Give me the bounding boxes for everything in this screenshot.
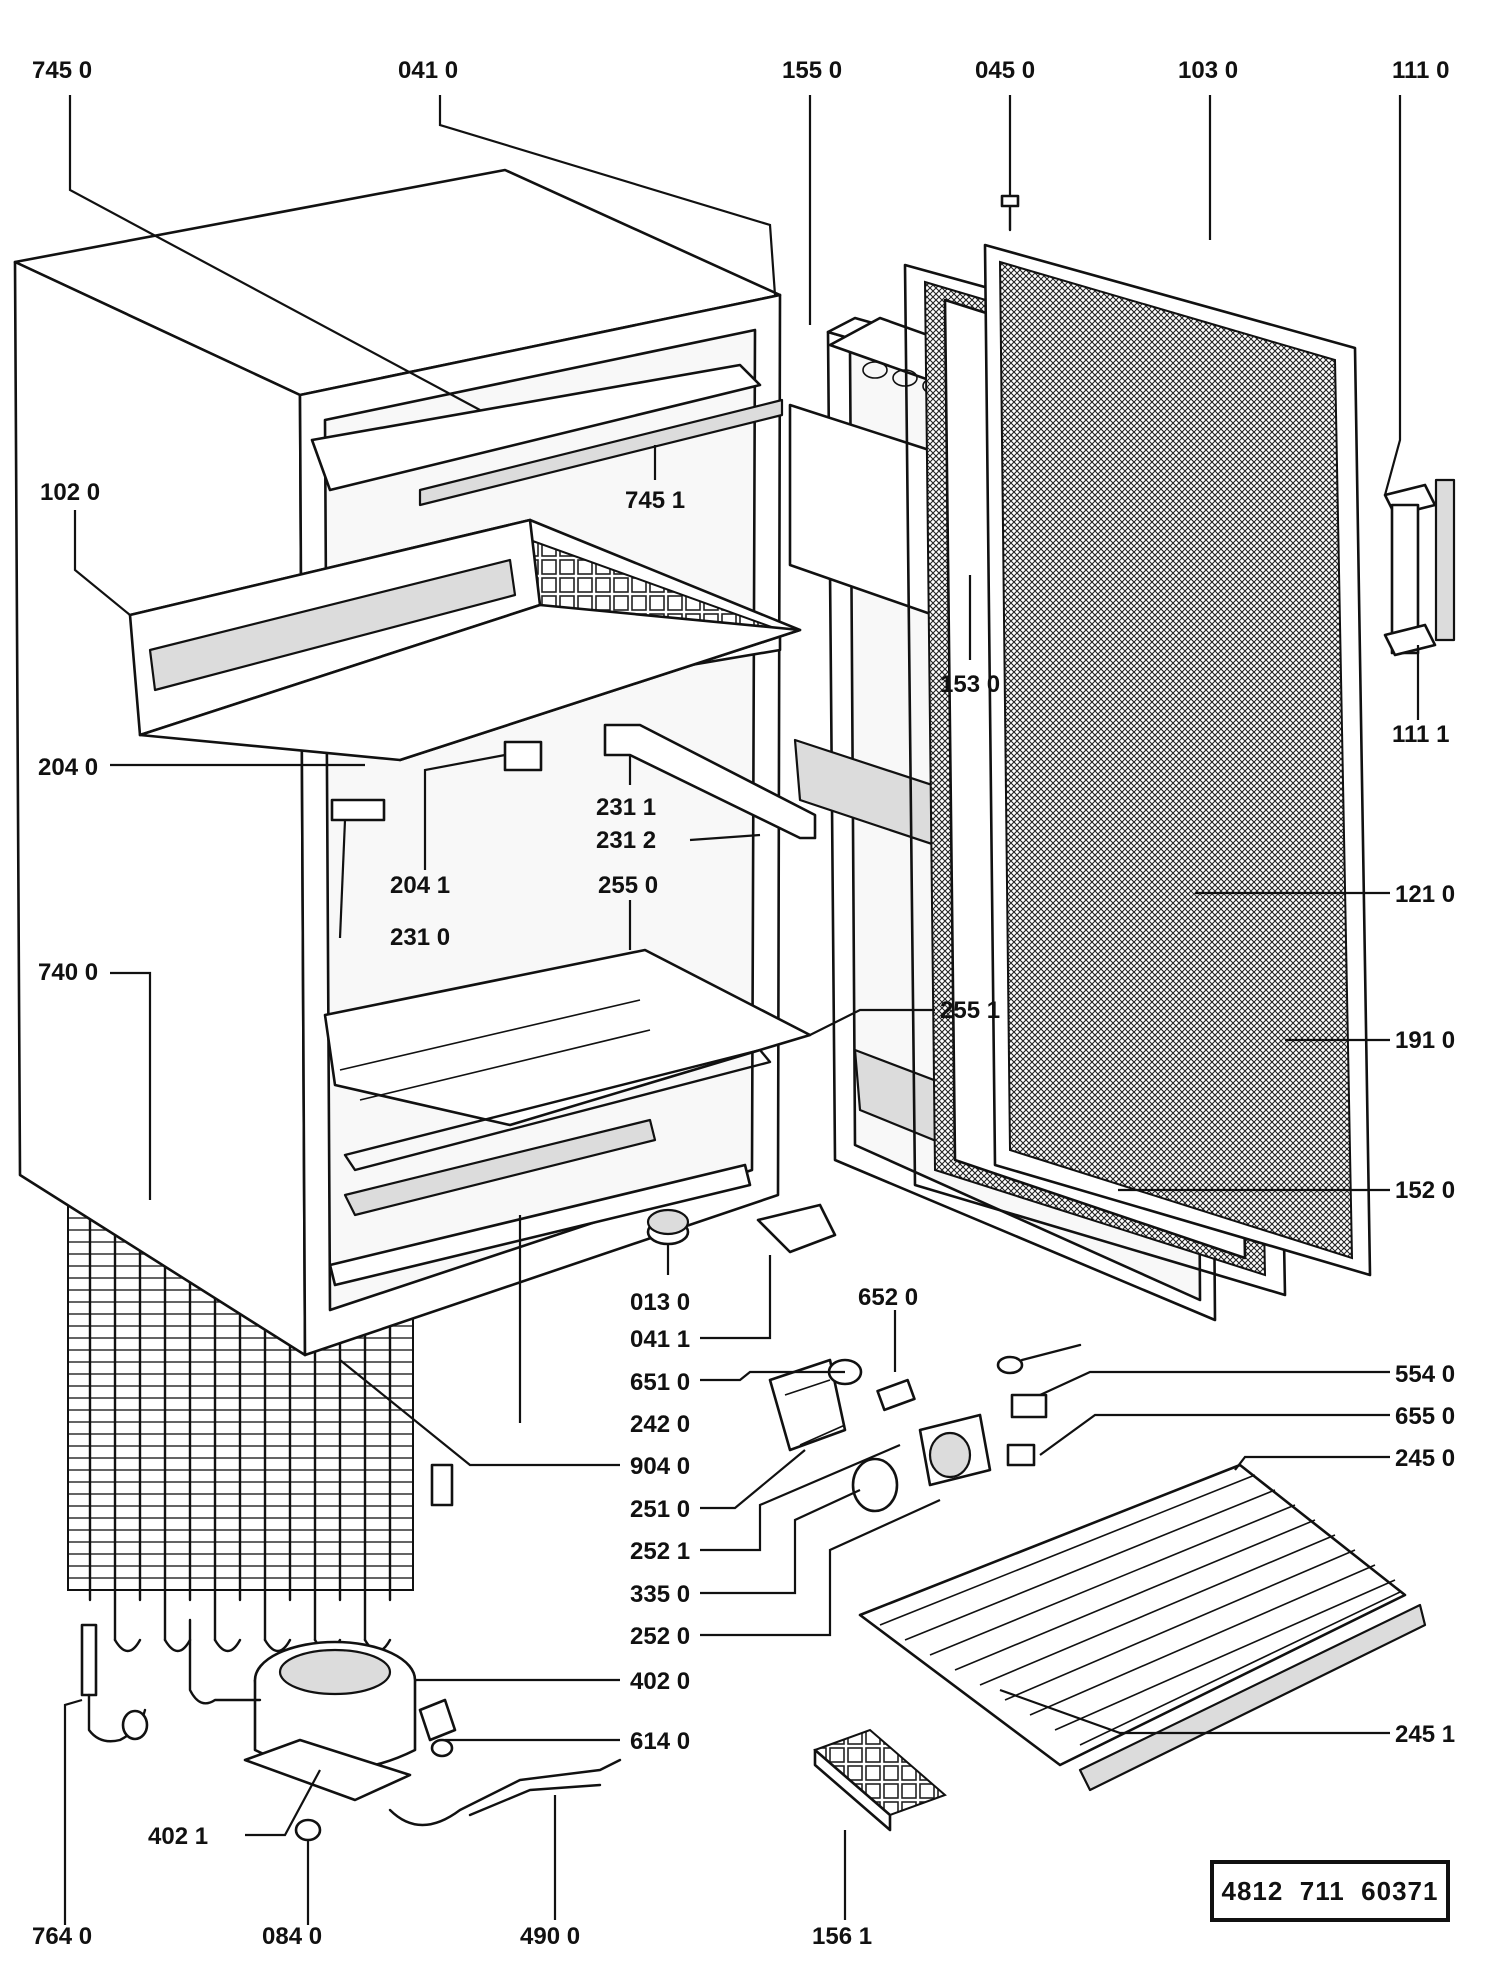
callout-label: 013 0 (630, 1289, 690, 1316)
callout-label: 904 0 (630, 1453, 690, 1480)
callout-label: 204 0 (38, 754, 98, 781)
callout-label: 614 0 (630, 1728, 690, 1755)
callout-label: 740 0 (38, 959, 98, 986)
power-cord (388, 1758, 622, 1827)
callout-label: 245 0 (1395, 1445, 1455, 1472)
callout-label: 242 0 (630, 1411, 690, 1438)
ice-tray (813, 1728, 947, 1832)
callout-label: 651 0 (630, 1369, 690, 1396)
callout-label: 231 0 (390, 924, 450, 951)
callout-label: 191 0 (1395, 1027, 1455, 1054)
callout-label: 252 0 (630, 1623, 690, 1650)
document-code: 4812 711 60371 (1221, 1875, 1439, 1906)
callout-label: 121 0 (1395, 881, 1455, 908)
callout-label: 245 1 (1395, 1721, 1455, 1748)
callout-label: 252 1 (630, 1538, 690, 1565)
callout-label: 554 0 (1395, 1361, 1455, 1388)
callout-label: 111 1 (1392, 721, 1449, 748)
callout-label: 255 0 (598, 872, 658, 899)
drier (80, 1623, 149, 1743)
callout-label: 155 0 (782, 57, 842, 84)
callout-label: 231 2 (596, 827, 656, 854)
callout-label: 152 0 (1395, 1177, 1455, 1204)
callout-label: 251 0 (630, 1496, 690, 1523)
callout-label: 490 0 (520, 1923, 580, 1950)
callout-labels: 745 0 041 0 155 0 045 0 103 0 111 0 102 … (32, 57, 1455, 1950)
leader-lines (63, 95, 1420, 1925)
callout-label: 041 1 (630, 1326, 690, 1353)
screw (1000, 194, 1020, 232)
callout-label: 153 0 (940, 671, 1000, 698)
callout-label: 041 0 (398, 57, 458, 84)
freezer-drawer (128, 518, 802, 762)
callout-label: 111 0 (1392, 57, 1449, 84)
callout-label: 745 1 (625, 487, 685, 514)
callout-label: 255 1 (940, 997, 1000, 1024)
callout-label: 402 0 (630, 1668, 690, 1695)
cabinet (13, 168, 837, 1357)
callout-label: 045 0 (975, 57, 1035, 84)
callout-label: 231 1 (596, 794, 656, 821)
grommet (294, 1818, 322, 1842)
wire-shelf (858, 1463, 1427, 1792)
callout-label: 655 0 (1395, 1403, 1455, 1430)
door-handle (1383, 478, 1456, 657)
callout-label: 402 1 (148, 1823, 208, 1850)
callout-label: 764 0 (32, 1923, 92, 1950)
relay-clip (418, 1698, 457, 1758)
callout-label: 084 0 (262, 1923, 322, 1950)
thermostat-assembly (768, 1343, 1082, 1513)
callout-label: 652 0 (858, 1284, 918, 1311)
outer-door-panel (983, 243, 1372, 1277)
callout-label: 745 0 (32, 57, 92, 84)
callout-label: 103 0 (1178, 57, 1238, 84)
callout-label: 335 0 (630, 1581, 690, 1608)
callout-label: 156 1 (812, 1923, 872, 1950)
callout-label: 102 0 (40, 479, 100, 506)
callout-label: 204 1 (390, 872, 450, 899)
document-code-box: 4812 711 60371 (1210, 1860, 1450, 1922)
compressor (188, 1618, 417, 1802)
